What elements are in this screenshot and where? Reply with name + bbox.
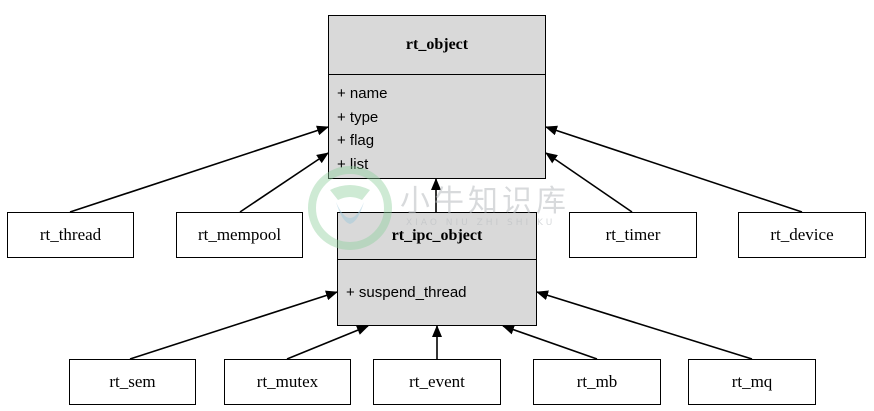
class-rt-object: rt_object + name + type + flag + list (328, 15, 546, 179)
class-rt-object-attrs: + name + type + flag + list (329, 82, 545, 178)
box-rt-mb: rt_mb (533, 359, 661, 405)
attr-type: + type (337, 108, 379, 126)
arrow-timer-to-object (545, 152, 633, 213)
class-rt-ipc-object-title: rt_ipc_object (338, 213, 536, 260)
box-rt-mq: rt_mq (688, 359, 816, 405)
arrow-sem-to-ipc (129, 290, 338, 360)
box-rt-thread: rt_thread (7, 212, 134, 258)
box-rt-mutex: rt_mutex (224, 359, 351, 405)
attr-suspend-thread: + suspend_thread (346, 284, 467, 301)
arrow-thread-to-object (69, 125, 329, 213)
attr-flag: + flag (337, 132, 375, 149)
attr-list: + list (337, 155, 369, 173)
box-rt-sem: rt_sem (69, 359, 196, 405)
arrow-mq-to-ipc (536, 290, 753, 360)
box-rt-event: rt_event (373, 359, 501, 405)
box-rt-device: rt_device (738, 212, 866, 258)
arrow-device-to-object (545, 125, 803, 213)
class-rt-ipc-object-attrs: + suspend_thread (338, 281, 536, 325)
arrow-mb-to-ipc (502, 324, 598, 360)
arrow-mempool-to-object (239, 152, 329, 213)
attr-name: + name (337, 85, 388, 102)
class-rt-object-title: rt_object (329, 16, 545, 75)
box-rt-mempool: rt_mempool (176, 212, 303, 258)
arrow-mutex-to-ipc (286, 325, 369, 360)
class-rt-ipc-object: rt_ipc_object + suspend_thread (337, 212, 537, 326)
box-rt-timer: rt_timer (569, 212, 697, 258)
